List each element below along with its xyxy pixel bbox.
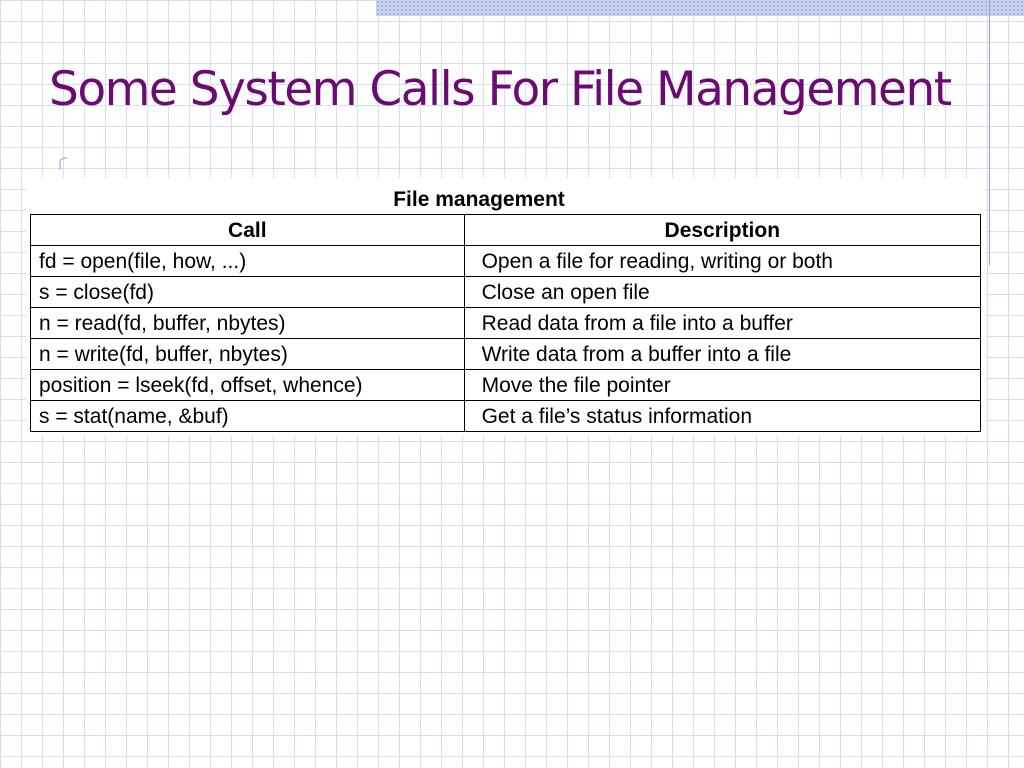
- curl-bullet-icon: [59, 157, 67, 170]
- description-cell: Get a file’s status information: [463, 400, 982, 432]
- description-cell: Open a file for reading, writing or both: [463, 245, 982, 277]
- table-row: n = read(fd, buffer, nbytes) Read data f…: [30, 307, 982, 339]
- table-row: s = close(fd) Close an open file: [30, 276, 982, 308]
- call-cell: s = close(fd): [30, 276, 465, 308]
- call-cell: s = stat(name, &buf): [30, 400, 465, 432]
- table-header-row: Call Description: [30, 214, 982, 246]
- description-cell: Write data from a buffer into a file: [463, 338, 982, 370]
- call-cell: position = lseek(fd, offset, whence): [30, 369, 465, 401]
- call-cell: n = read(fd, buffer, nbytes): [30, 307, 465, 339]
- slide-title: Some System Calls For File Management: [49, 62, 952, 117]
- call-cell: fd = open(file, how, ...): [30, 245, 465, 277]
- column-header-description: Description: [463, 214, 982, 246]
- file-management-table-panel: File management Call Description fd = op…: [26, 178, 986, 436]
- header-decor-band: [376, 0, 1024, 16]
- description-cell: Close an open file: [463, 276, 982, 308]
- system-calls-table: Call Description fd = open(file, how, ..…: [30, 214, 982, 432]
- call-cell: n = write(fd, buffer, nbytes): [30, 338, 465, 370]
- right-divider-line: [989, 0, 990, 265]
- table-row: n = write(fd, buffer, nbytes) Write data…: [30, 338, 982, 370]
- table-row: fd = open(file, how, ...) Open a file fo…: [30, 245, 982, 277]
- table-row: s = stat(name, &buf) Get a file’s status…: [30, 400, 982, 432]
- table-caption: File management: [393, 188, 565, 211]
- description-cell: Read data from a file into a buffer: [463, 307, 982, 339]
- column-header-call: Call: [30, 214, 465, 246]
- table-row: position = lseek(fd, offset, whence) Mov…: [30, 369, 982, 401]
- description-cell: Move the file pointer: [463, 369, 982, 401]
